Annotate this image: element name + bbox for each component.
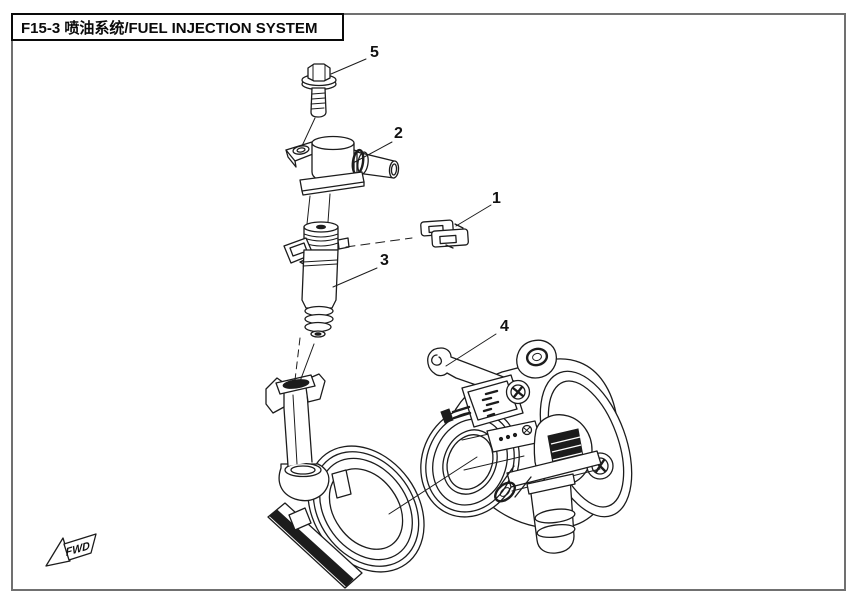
clip-assembly-line [345, 237, 413, 248]
page-border [11, 13, 846, 591]
callout-2: 2 [394, 125, 403, 142]
fwd-arrow: FWD [45, 533, 97, 567]
bolt-head [307, 63, 331, 82]
callout-1: 1 [492, 190, 501, 207]
throttle-ear [516, 339, 558, 379]
bolt-shank [310, 87, 327, 118]
hose-spigot-down [526, 473, 576, 554]
hose-spigot-left [494, 465, 532, 503]
callout-3: 3 [380, 252, 389, 269]
boot-clip-tab [331, 469, 352, 499]
callout-4: 4 [500, 318, 509, 335]
page-title: F15-3 喷油系统/FUEL INJECTION SYSTEM [21, 19, 318, 37]
fuel-inlet-joint-drawing [285, 135, 400, 225]
callout-5: 5 [370, 44, 379, 61]
page-title-box: F15-3 喷油系统/FUEL INJECTION SYSTEM [11, 13, 344, 41]
fuel-injector-drawing [283, 221, 350, 385]
throttle-body-drawing [420, 339, 633, 554]
fwd-arrow-shaft [63, 533, 97, 561]
flange-bolt-drawing [301, 63, 337, 147]
throttle-left-nub [440, 405, 472, 424]
injector-clip-drawing [420, 219, 469, 249]
injector-body [301, 249, 339, 309]
screw-top [505, 379, 531, 405]
leader-lines [330, 58, 497, 367]
intake-manifold-joint-drawing [265, 373, 425, 589]
assembly-line [388, 456, 478, 515]
